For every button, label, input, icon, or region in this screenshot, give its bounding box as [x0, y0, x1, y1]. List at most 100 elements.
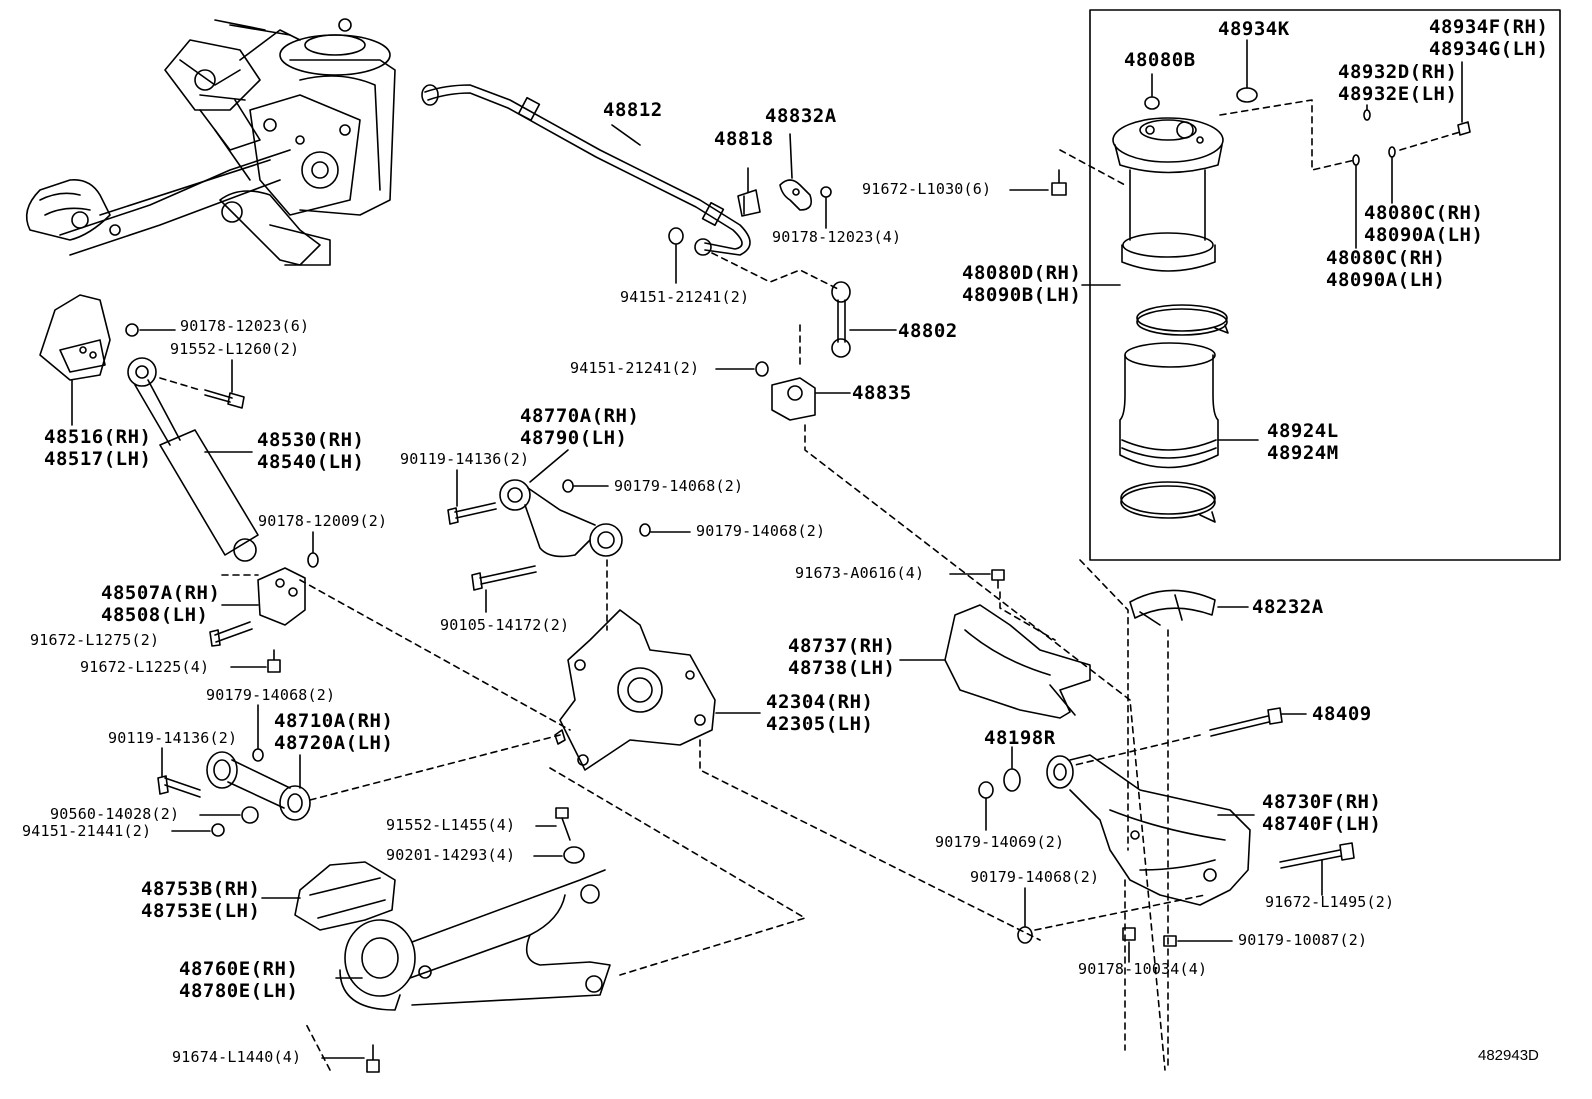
callout-48760E: 48760E(RH)	[179, 958, 299, 980]
clamp-ring-upper-illustration	[1136, 304, 1229, 336]
washer-90560-14028-illustration	[241, 806, 259, 824]
nut-90178-12009-illustration	[307, 552, 319, 568]
bushing-illustration	[668, 227, 684, 245]
dash-toe-arm-to-knuckle	[309, 734, 561, 801]
callout-48517: 48517(LH)	[44, 448, 152, 470]
callout-91672-L1275: 91672-L1275(2)	[30, 631, 160, 649]
o-ring-48080C-a-illustration	[1352, 154, 1360, 166]
dash-air-spring-fittings	[1219, 99, 1356, 171]
callout-90178-12009: 90178-12009(2)	[258, 512, 388, 530]
nut-90179-14068-b-illustration	[562, 479, 574, 493]
nut-90178-12023-6-illustration	[125, 323, 139, 337]
air-spring-assembly-frame	[1089, 9, 1561, 561]
callout-90119-14136-b: 90119-14136(2)	[400, 450, 530, 468]
dash-bracket-to-arm	[804, 424, 1166, 1071]
callout-90105-14172: 90105-14172(2)	[440, 616, 570, 634]
o-ring-48080C-b-illustration	[1388, 146, 1396, 158]
bolt-90119-14136-a-illustration	[157, 775, 201, 798]
nut-90179-14068-c-illustration	[639, 523, 651, 537]
callout-42304: 42304(RH)	[766, 691, 874, 713]
callout-48932E: 48932E(LH)	[1338, 83, 1458, 105]
dash-shock-to-knuckle	[299, 579, 571, 731]
dust-cover-48737-illustration	[944, 604, 1091, 719]
callout-48737: 48737(RH)	[788, 635, 896, 657]
callout-90179-10087: 90179-10087(2)	[1238, 931, 1368, 949]
callout-48710A: 48710A(RH)	[274, 710, 394, 732]
callout-90179-14068-d: 90179-14068(2)	[970, 868, 1100, 886]
upper-arm-48770A-illustration	[499, 479, 623, 558]
air-spring-top-mount-illustration	[1112, 117, 1224, 272]
bolt-91552-L1260-illustration	[204, 389, 245, 409]
callout-48818: 48818	[714, 128, 774, 150]
callout-90178-12023-4: 90178-12023(4)	[772, 228, 902, 246]
callout-42305: 42305(LH)	[766, 713, 874, 735]
callout-48753E: 48753E(LH)	[141, 900, 261, 922]
callout-90179-14068-a: 90179-14068(2)	[206, 686, 336, 704]
dash-air-spring-to-arm	[1079, 559, 1129, 761]
bolt-91672-L1495-illustration	[1279, 842, 1355, 869]
leader-48770A	[529, 449, 569, 483]
callout-48090B: 48090B(LH)	[962, 284, 1082, 306]
callout-48720A: 48720A(LH)	[274, 732, 394, 754]
boot-48924-illustration	[1119, 342, 1219, 469]
dash-trailing-arm-bolt	[304, 1021, 331, 1071]
link-bracket-illustration	[771, 377, 816, 421]
callout-91552-L1455: 91552-L1455(4)	[386, 816, 516, 834]
callout-91672-L1495: 91672-L1495(2)	[1265, 893, 1395, 911]
callout-48802: 48802	[898, 320, 958, 342]
callout-48934F: 48934F(RH)	[1429, 16, 1549, 38]
callout-48090A-a: 48090A(LH)	[1364, 224, 1484, 246]
shock-bracket-48516-illustration	[39, 294, 111, 381]
callout-48934G: 48934G(LH)	[1429, 38, 1549, 60]
callout-90119-14136-a: 90119-14136(2)	[108, 729, 238, 747]
bolt-90119-14136-b-illustration	[447, 502, 497, 525]
bolt-91672-L1030-illustration	[1051, 169, 1067, 196]
suspension-overview-illustration	[25, 18, 396, 266]
shock-lower-bracket-illustration	[257, 567, 306, 626]
clamp-ring-lower-illustration	[1120, 481, 1216, 523]
trailing-arm-48760E-illustration	[339, 869, 611, 1011]
dash-link-upper	[711, 252, 841, 291]
dash-bolt-48409	[1074, 734, 1201, 766]
callout-48507A: 48507A(RH)	[101, 582, 221, 604]
callout-48080D: 48080D(RH)	[962, 262, 1082, 284]
dash-bolt-to-mount	[1059, 149, 1126, 186]
callout-90179-14069: 90179-14069(2)	[935, 833, 1065, 851]
callout-91673-A0616: 91673-A0616(4)	[795, 564, 925, 582]
bolt-91673-A0616-illustration	[991, 569, 1005, 589]
dash-lower-arm-nut	[1034, 894, 1206, 931]
toe-arm-48710A-illustration	[206, 751, 311, 821]
callout-94151-21241-b: 94151-21241(2)	[570, 359, 700, 377]
callout-48932D: 48932D(RH)	[1338, 61, 1458, 83]
callout-48080C-b: 48080C(RH)	[1326, 247, 1446, 269]
callout-94151-21441: 94151-21441(2)	[22, 822, 152, 840]
callout-48832A: 48832A	[765, 105, 837, 127]
bracket-48753B-illustration	[294, 861, 396, 931]
nut-90179-14068-d-illustration	[1017, 926, 1033, 944]
callout-48790: 48790(LH)	[520, 427, 628, 449]
callout-90179-14068-c: 90179-14068(2)	[696, 522, 826, 540]
stabilizer-bar-illustration	[421, 84, 751, 256]
callout-48516: 48516(RH)	[44, 426, 152, 448]
leader-48832A	[789, 133, 793, 179]
callout-91552-L1260: 91552-L1260(2)	[170, 340, 300, 358]
bolt-91674-L1440-illustration	[366, 1044, 380, 1073]
callout-48934K: 48934K	[1218, 18, 1290, 40]
callout-90201-14293: 90201-14293(4)	[386, 846, 516, 864]
fitting-48934F-illustration	[1457, 121, 1471, 136]
cap-48934K-illustration	[1236, 87, 1258, 103]
callout-48812: 48812	[603, 99, 663, 121]
spring-seat-48232A-illustration	[1129, 589, 1216, 626]
leader-48812	[611, 124, 641, 146]
o-ring-48932-illustration	[1363, 109, 1371, 121]
callout-48409: 48409	[1312, 703, 1372, 725]
callout-48540: 48540(LH)	[257, 451, 365, 473]
bolt-91672-L1275-illustration	[209, 621, 253, 647]
callout-91674-L1440: 91674-L1440(4)	[172, 1048, 302, 1066]
callout-48924M: 48924M	[1267, 442, 1339, 464]
callout-48753B: 48753B(RH)	[141, 878, 261, 900]
dash-shock-top	[159, 377, 201, 391]
nut-90179-14068-a-illustration	[252, 748, 264, 762]
dash-knuckle-to-trailing-arm	[549, 767, 806, 976]
